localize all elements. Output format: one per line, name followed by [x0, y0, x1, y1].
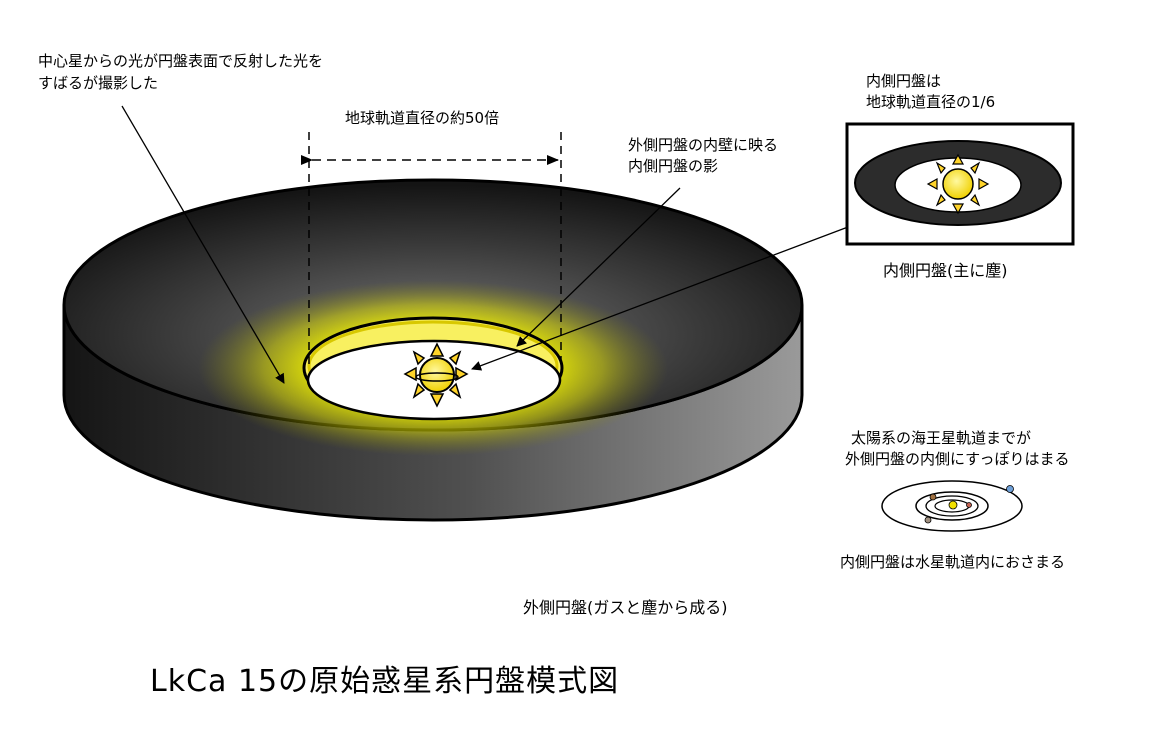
planet-icon — [924, 516, 932, 524]
diagram-title: LkCa 15の原始惑星系円盤模式図 — [150, 664, 620, 699]
reflected-light-label-line1: 中心星からの光が円盤表面で反射した光を — [38, 52, 324, 70]
sun-icon — [948, 500, 958, 510]
inner-disk-arrow — [471, 226, 849, 371]
solar-system-orbits — [881, 480, 1023, 532]
inner-disk-label: 内側円盤(主に塵) — [883, 261, 1008, 280]
inner-size-label-line1: 内側円盤は — [866, 72, 942, 90]
inner-size-label-line2: 地球軌道直径の1/6 — [866, 93, 996, 111]
reflected-light-arrow — [121, 105, 285, 384]
mercury-orbit-label: 内側円盤は水星軌道内におさまる — [840, 553, 1066, 571]
central-star-icon — [403, 342, 469, 408]
solar-system-label-line1: 太陽系の海王星軌道までが — [851, 429, 1032, 447]
shadow-arrow — [516, 187, 681, 347]
planet-icon — [929, 493, 937, 501]
shadow-label-line1: 外側円盤の内壁に映る — [628, 136, 779, 154]
inset-star-icon — [926, 153, 990, 215]
planet-icon — [966, 502, 972, 508]
reflected-light-label-line2: すばるが撮影した — [38, 74, 159, 92]
outer-disk-label: 外側円盤(ガスと塵から成る) — [523, 598, 728, 617]
solar-system-label-line2: 外側円盤の内側にすっぽりはまる — [845, 450, 1070, 468]
shadow-label-line2: 内側円盤の影 — [628, 157, 719, 175]
scale-label: 地球軌道直径の約50倍 — [345, 109, 500, 127]
neptune-icon — [1006, 485, 1014, 493]
